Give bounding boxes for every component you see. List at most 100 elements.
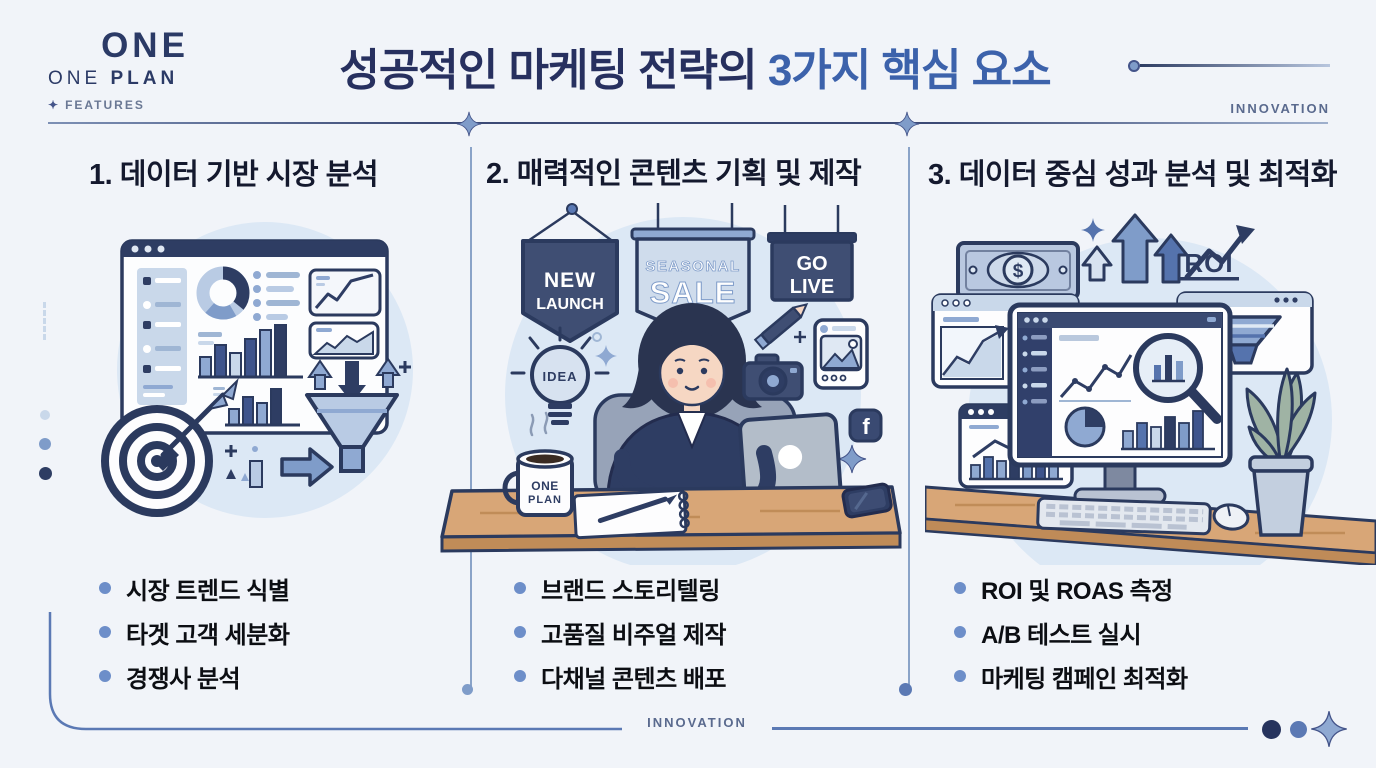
bullet-text: A/B 테스트 실시: [981, 621, 1142, 649]
list-item: 마케팅 캠페인 최적화: [954, 654, 1374, 698]
list-item: ROI 및 ROAS 측정: [954, 566, 1374, 610]
smartphone: [841, 482, 893, 519]
list-item: 경쟁사 분석: [99, 654, 519, 698]
screen-pie-chart: [1064, 406, 1106, 448]
bullet-text: 시장 트렌드 식별: [126, 577, 290, 605]
list-item: 고품질 비주얼 제작: [514, 610, 934, 654]
banner-go-live: GO LIVE: [767, 205, 857, 302]
facebook-letter: f: [862, 414, 870, 439]
column-divider-2: [908, 147, 910, 692]
roi-label: ROI: [1184, 248, 1233, 278]
performance-illustration: $ ROI: [925, 213, 1376, 565]
mouse: [1212, 503, 1250, 531]
bullet-dot-icon: [99, 582, 111, 594]
divider-end-dot: [462, 684, 473, 695]
bangs: [660, 330, 724, 368]
donut-chart: [196, 266, 250, 320]
bullet-dot-icon: [99, 670, 111, 682]
banner-text: GO: [796, 253, 827, 275]
steam: [529, 411, 549, 437]
line-end-dot: [1128, 60, 1140, 72]
page-title: 성공적인 마케팅 전략의 3가지 핵심 요소: [250, 34, 1140, 98]
list-item: 시장 트렌드 식별: [99, 566, 519, 610]
roi-trend-icon: ROI: [1179, 225, 1255, 281]
screen-bar-chart: [1121, 410, 1215, 451]
sidebar-items: [1022, 335, 1047, 405]
footer-sparkle-icon: [1310, 710, 1348, 748]
right-arrow-icon: [280, 447, 334, 487]
banner-text: NEW: [544, 269, 596, 292]
column2-bullet-list: 브랜드 스토리텔링 고품질 비주얼 제작 다채널 콘텐츠 배포: [514, 566, 934, 698]
column-divider-1: [470, 147, 472, 692]
bullet-text: ROI 및 ROAS 측정: [981, 577, 1173, 605]
dashed-line-decoration: [43, 302, 46, 340]
bullet-text: 마케팅 캠페인 최적화: [981, 665, 1188, 693]
features-text: FEATURES: [65, 98, 145, 112]
logo-name-one: ONE: [48, 68, 102, 89]
pencil-icon: [753, 302, 809, 351]
target-icon: [101, 377, 239, 517]
logo-mark: ONE: [101, 26, 189, 65]
title-accent: 3가지 핵심 요소: [767, 46, 1052, 95]
innovation-label-top: INNOVATION: [1230, 101, 1330, 116]
decor-dot: [39, 467, 52, 480]
idea-label: IDEA: [542, 369, 577, 384]
instagram-post-icon: [813, 318, 869, 390]
mini-marks: [225, 445, 263, 488]
area-chart-card: [308, 321, 380, 360]
dollar-sign: $: [1013, 261, 1024, 282]
bullet-dot-icon: [954, 626, 966, 638]
decor-dot: [40, 410, 50, 420]
bullet-text: 타겟 고객 세분화: [126, 621, 290, 649]
bar-chart: [198, 324, 303, 379]
text-list: [253, 271, 300, 321]
bullet-text: 브랜드 스토리텔링: [541, 577, 720, 605]
idea-lightbulb-icon: IDEA: [510, 326, 610, 425]
funnel-in-arrow: [345, 361, 359, 387]
money-icon: $: [956, 241, 1080, 300]
banner-text: LIVE: [790, 276, 834, 298]
market-analysis-illustration: [101, 222, 413, 518]
divider-end-dot: [899, 683, 912, 696]
bullet-dot-icon: [514, 582, 526, 594]
decorative-line: [1140, 64, 1330, 67]
plant: [1245, 367, 1317, 537]
bullet-text: 고품질 비주얼 제작: [541, 621, 726, 649]
sparkle-icon: [595, 345, 617, 367]
column2-heading: 2. 매력적인 콘텐츠 기획 및 제작: [486, 158, 862, 190]
column3-heading: 3. 데이터 중심 성과 분석 및 최적화: [928, 159, 1337, 191]
footer-line: [772, 727, 1248, 730]
divider-sparkle-icon: [456, 106, 482, 142]
growth-arrows-icon: [1081, 213, 1189, 284]
header-divider-line: [48, 122, 1328, 124]
screen-sidebar: [1018, 328, 1052, 457]
laptop-logo: [778, 444, 803, 469]
features-label: ✦FEATURES: [48, 98, 278, 112]
bullet-text: 다채널 콘텐츠 배포: [541, 665, 726, 693]
notebook: [572, 488, 690, 540]
line-chart-card: [308, 268, 382, 317]
list-item: 브랜드 스토리텔링: [514, 566, 934, 610]
corner-border-line: [48, 612, 622, 731]
facebook-icon: f: [848, 408, 883, 443]
funnel-icon: [305, 357, 411, 473]
list-item: 다채널 콘텐츠 배포: [514, 654, 934, 698]
bullet-dot-icon: [954, 670, 966, 682]
sparkle-icon: [1081, 218, 1105, 242]
sparkle-icon: [837, 444, 867, 474]
logo-name: ONE PLAN: [48, 68, 278, 90]
woman-marketer: [606, 303, 778, 497]
small-bar-chart: [213, 387, 300, 427]
pen: [597, 496, 668, 524]
screen-line-chart: [1059, 354, 1133, 402]
innovation-label-bottom: INNOVATION: [647, 715, 747, 730]
column3-bullet-list: ROI 및 ROAS 측정 A/B 테스트 실시 마케팅 캠페인 최적화: [954, 566, 1374, 698]
magnifier-icon: [1133, 333, 1222, 424]
mug-text: PLAN: [528, 494, 562, 506]
monitor: [1007, 302, 1233, 505]
list-item: A/B 테스트 실시: [954, 610, 1374, 654]
bullet-dot-icon: [514, 670, 526, 682]
divider-sparkle-icon: [894, 106, 920, 142]
footer-dot: [1290, 721, 1307, 738]
content-creation-illustration: NEW LAUNCH SEASONAL SALE GO LIVE IDEA: [440, 203, 902, 565]
